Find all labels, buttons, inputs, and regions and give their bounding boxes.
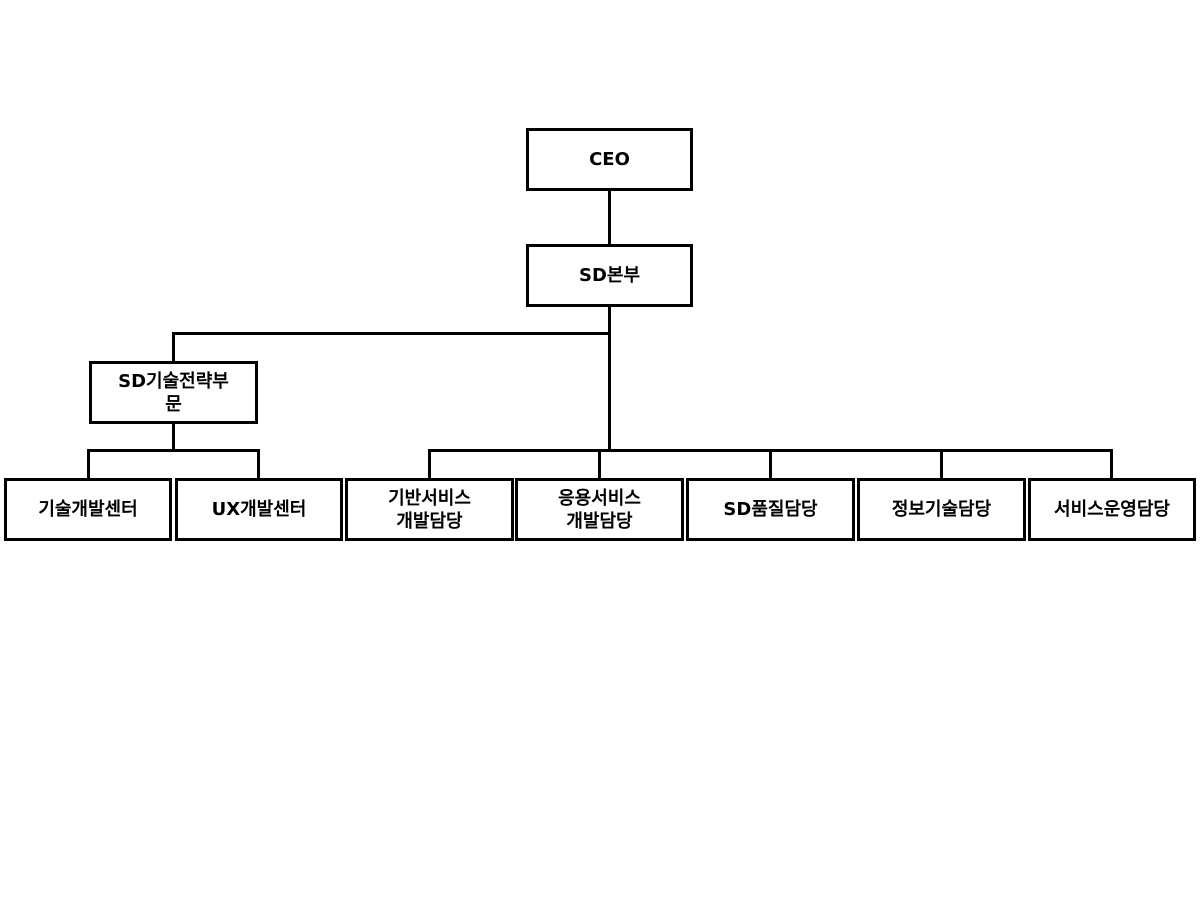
- node-tech-development-center: 기술개발센터: [4, 478, 172, 541]
- connector-drop-team-5: [1110, 449, 1113, 479]
- connector-drop-team-3: [769, 449, 772, 479]
- node-app-service-dev: 응용서비스 개발담당: [515, 478, 684, 541]
- node-sd-headquarters: SD본부: [526, 244, 693, 307]
- connector-ceo-hq: [608, 190, 611, 245]
- node-sd-quality: SD품질담당: [686, 478, 855, 541]
- node-infra-service-dev: 기반서비스 개발담당: [345, 478, 514, 541]
- connector-hq-trunk: [608, 306, 611, 452]
- node-service-operations: 서비스운영담당: [1028, 478, 1196, 541]
- connector-drop-team-2: [598, 449, 601, 479]
- connector-drop-strategy: [172, 332, 175, 362]
- connector-branch-strategy: [172, 332, 611, 335]
- connector-strategy-down: [172, 423, 175, 451]
- node-info-tech: 정보기술담당: [857, 478, 1026, 541]
- node-sd-tech-strategy-division: SD기술전략부 문: [89, 361, 258, 424]
- connector-drop-ux-center: [257, 449, 260, 479]
- connector-strategy-bar: [87, 449, 260, 452]
- connector-drop-tech-center: [87, 449, 90, 479]
- connector-drop-team-1: [428, 449, 431, 479]
- connector-drop-team-4: [940, 449, 943, 479]
- node-ceo: CEO: [526, 128, 693, 191]
- node-ux-development-center: UX개발센터: [175, 478, 343, 541]
